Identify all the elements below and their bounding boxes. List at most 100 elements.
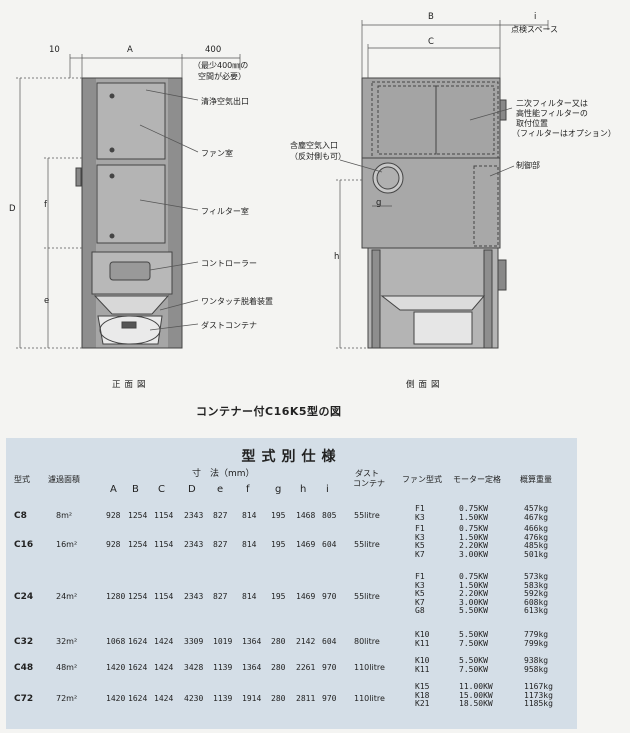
side-dust-container	[413, 311, 473, 345]
row-dim-value: 1019	[213, 637, 233, 647]
row-area: 72m²	[56, 693, 78, 703]
row-dim-value: 1254	[128, 539, 148, 549]
row-weight: 779kg	[524, 630, 549, 639]
side-dimension-lines	[336, 20, 549, 349]
dim-e: e	[44, 296, 50, 306]
spec-title: 型式別仕様	[241, 449, 342, 465]
row-dim-value: 4230	[184, 693, 204, 703]
row-weight: 799kg	[524, 638, 549, 648]
row-weight: 467kg	[524, 512, 549, 522]
row-dim-value: 1624	[128, 663, 148, 673]
caption-side-view: 側面図	[406, 380, 444, 390]
label-controller: コントローラー	[201, 259, 257, 268]
header-letter-b: B	[132, 484, 139, 495]
row-dim-value: 1469	[296, 539, 316, 549]
row-motor: 3.00KW	[459, 597, 488, 607]
row-motor: 0.75KW	[459, 572, 488, 581]
row-weight: 938kg	[524, 656, 549, 665]
row-fan-type: K5	[415, 541, 425, 550]
maintenance-space-label: 点検スペース	[511, 25, 559, 34]
row-dim-value: 1914	[242, 693, 262, 703]
row-dim-value: 1139	[213, 663, 233, 673]
row-motor: 5.50KW	[459, 630, 488, 639]
row-area: 24m²	[56, 592, 78, 601]
row-container: 110litre	[354, 693, 385, 703]
label-filter-room: フィルター室	[201, 207, 249, 216]
label-dust-container: ダストコンテナ	[201, 321, 257, 330]
row-container: 55litre	[354, 539, 380, 549]
row-dim-value: 2142	[296, 637, 316, 647]
row-motor: 1.50KW	[459, 512, 488, 522]
row-dim-value: 970	[322, 693, 337, 703]
row-dim-value: 195	[271, 511, 286, 521]
row-weight: 958kg	[524, 664, 549, 674]
row-fan-type: F1	[415, 572, 425, 581]
row-weight: 592kg	[524, 589, 549, 598]
header-letter-i: i	[326, 484, 329, 495]
row-dim-value: 970	[322, 663, 337, 673]
dim-c: C	[428, 37, 434, 47]
row-fan-type: K15	[415, 682, 430, 691]
row-dim-value: 1424	[154, 637, 174, 647]
row-fan-type: K5	[415, 589, 425, 598]
row-weight: 1167kg	[524, 682, 553, 691]
row-dim-value: 195	[271, 592, 286, 601]
row-dim-value: 1068	[106, 637, 126, 647]
side-view-drawing	[361, 77, 507, 349]
row-dim-value: 1154	[154, 511, 174, 521]
row-motor: 7.50KW	[459, 664, 488, 674]
header-fan: ファン型式	[402, 475, 442, 484]
filter-room-door	[96, 164, 166, 244]
row-motor: 5.50KW	[459, 606, 488, 615]
controller-window	[109, 261, 151, 281]
row-dim-value: 1364	[242, 663, 262, 673]
row-dim-value: 1280	[106, 592, 126, 601]
row-weight: 466kg	[524, 524, 549, 533]
row-dim-value: 1154	[154, 539, 174, 549]
label-inlet-2: （反対側も可）	[290, 152, 346, 161]
row-dim-value: 1469	[296, 592, 316, 601]
row-dim-value: 827	[213, 592, 228, 601]
row-fan-type: F1	[415, 504, 425, 513]
row-fan-type: G8	[415, 606, 425, 615]
label-inlet-1: 含塵空気入口	[290, 141, 338, 150]
dim-f: f	[44, 200, 47, 210]
row-dim-value: 2261	[296, 663, 316, 673]
row-dim-value: 814	[242, 592, 257, 601]
row-weight: 1173kg	[524, 690, 553, 700]
row-motor: 1.50KW	[459, 580, 488, 590]
row-model: C72	[14, 693, 34, 704]
row-dim-value: 280	[271, 693, 286, 703]
row-fan-type: K7	[415, 597, 425, 607]
header-dimensions: 寸 法（mm）	[192, 469, 255, 479]
header-dust-1: ダスト	[355, 469, 379, 478]
dim-i: i	[534, 12, 537, 22]
header-letter-c: C	[158, 484, 165, 495]
row-area: 8m²	[56, 511, 73, 521]
row-motor: 2.20KW	[459, 589, 488, 598]
front-view-drawing	[75, 77, 183, 349]
row-dim-value: 814	[242, 539, 257, 549]
row-dim-value: 827	[213, 539, 228, 549]
row-container: 55litre	[354, 511, 380, 521]
dim-d: D	[9, 204, 16, 214]
row-container: 110litre	[354, 663, 385, 673]
header-letter-g: g	[275, 484, 282, 495]
row-fan-type: K3	[415, 512, 425, 522]
row-fan-type: K3	[415, 532, 425, 542]
row-weight: 485kg	[524, 541, 549, 550]
row-dim-value: 1624	[128, 693, 148, 703]
row-weight: 608kg	[524, 597, 549, 607]
row-motor: 2.20KW	[459, 541, 488, 550]
space-note-1: （最少400㎜の	[193, 61, 249, 70]
label-secondary-filter-2: 高性能フィルターの	[516, 109, 588, 118]
row-weight: 1185kg	[524, 699, 553, 708]
row-dim-value: 970	[322, 592, 337, 601]
row-fan-type: K10	[415, 630, 430, 639]
header-letter-h: h	[300, 484, 307, 495]
header-area: 濾過面積	[48, 475, 80, 484]
row-dim-value: 1420	[106, 663, 126, 673]
header-motor: モーター定格	[453, 475, 501, 484]
row-model: C16	[14, 539, 34, 550]
row-dim-value: 1424	[154, 663, 174, 673]
